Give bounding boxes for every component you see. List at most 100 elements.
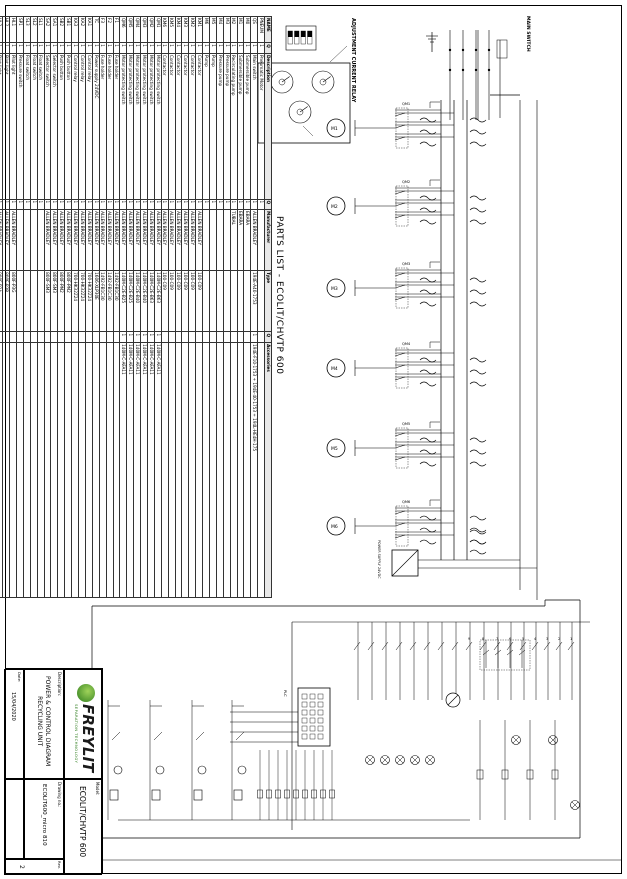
- table-cell: Pressure switch: [16, 53, 24, 200]
- coil-icon: [109, 789, 119, 801]
- switch-contact: [493, 641, 501, 651]
- main-switch-label-wrap: MAIN SWITCH: [525, 16, 530, 52]
- table-cell: [257, 342, 265, 598]
- relay-dial-center: [296, 108, 304, 116]
- table-cell: [181, 331, 189, 343]
- table-cell: Main switch: [250, 53, 258, 200]
- table-cell: Fuse holder: [99, 53, 107, 200]
- coil-icon: [526, 769, 534, 780]
- model-value: ECOLIT/CHVTP 600: [78, 786, 87, 858]
- table-cell: SL1: [37, 16, 45, 43]
- table-cell: Motor protecting switch: [119, 53, 127, 200]
- table-cell: Contactor: [161, 53, 169, 200]
- table-cell: ALLEN BRADLEY: [44, 209, 51, 271]
- plc-terminal: [309, 725, 316, 732]
- table-cell: Float switch: [37, 53, 45, 200]
- motor-icon: [326, 278, 346, 298]
- overload-element: [419, 207, 437, 213]
- table-cell: SP1: [16, 16, 24, 43]
- plc-terminal: [301, 693, 308, 700]
- rung-number: 2: [558, 637, 560, 641]
- contactor-contact: [394, 522, 406, 527]
- table-cell: 1: [126, 331, 134, 343]
- table-cell: [30, 342, 38, 598]
- coil-icon: [329, 789, 335, 799]
- table-cell: 800F-P3G: [9, 270, 17, 332]
- table-cell: 1: [99, 42, 107, 54]
- table-cell: QS: [250, 16, 258, 43]
- table-cell: [51, 331, 58, 343]
- switch-contact: [423, 641, 431, 651]
- table-cell: ALLEN BRADLEY: [99, 209, 107, 271]
- table-cell: 1: [147, 331, 155, 343]
- table-cell: 1: [78, 42, 86, 54]
- table-cell: 1: [237, 42, 244, 54]
- table-cell: [161, 342, 169, 598]
- table-cell: F1: [113, 16, 120, 43]
- contact-element: [469, 461, 487, 467]
- contact-element: [469, 301, 487, 307]
- table-cell: [237, 270, 244, 332]
- coil-icon: [257, 789, 263, 799]
- rung-number: 5: [522, 637, 524, 641]
- contact-element: [469, 515, 487, 521]
- table-cell: 1: [133, 42, 141, 54]
- contactor-contact: [394, 272, 406, 277]
- table-cell: 1: [85, 199, 93, 210]
- fuse-element: [469, 539, 487, 545]
- table-cell: [168, 342, 176, 598]
- table-cell: M1: [237, 16, 244, 43]
- table-cell: [181, 342, 189, 598]
- table-cell: [237, 342, 244, 598]
- table-cell: 100-C09: [195, 270, 203, 332]
- table-cell: 140M-C2E-B25: [126, 270, 134, 332]
- plc-terminal: [309, 701, 316, 708]
- rev-caption: Rev.: [57, 861, 62, 869]
- table-cell: 700-HK32Z24: [71, 270, 79, 332]
- main-switch: [496, 39, 508, 59]
- table-cell: [78, 331, 86, 343]
- table-cell: Control relay: [71, 53, 79, 200]
- plc-terminal: [317, 717, 324, 724]
- overload-element: [419, 515, 437, 521]
- table-cell: M4: [216, 16, 224, 43]
- table-cell: [223, 270, 231, 332]
- table-cell: 1: [230, 199, 238, 210]
- table-cell: 1: [51, 42, 58, 54]
- date-value: 15/04/2020: [10, 692, 16, 721]
- rung-number: 1: [570, 637, 572, 641]
- table-cell: 1: [257, 42, 265, 54]
- switch-contact: [479, 641, 487, 651]
- parts-col-header: Accessories: [264, 342, 272, 598]
- contact-element: [469, 527, 487, 533]
- table-cell: [71, 331, 79, 343]
- table-cell: KA1: [85, 16, 93, 43]
- table-cell: Power supply 24VDC: [92, 53, 100, 200]
- coil-icon: [551, 769, 559, 780]
- table-cell: [23, 342, 31, 598]
- table-cell: [64, 331, 72, 343]
- table-cell: Motor protecting switch: [133, 53, 141, 200]
- table-cell: [243, 331, 251, 343]
- table-cell: [16, 331, 24, 343]
- table-cell: 800F-P3R: [2, 270, 10, 332]
- contact-element: [469, 207, 487, 213]
- lamp-cross: [396, 756, 404, 764]
- overload-element: [419, 381, 437, 387]
- table-cell: TC: [92, 16, 100, 43]
- table-cell: 140M-C-AFA11: [140, 342, 148, 598]
- table-cell: 1492-FB1C30: [99, 270, 107, 332]
- description-caption: Description:: [57, 672, 62, 697]
- table-cell: [195, 331, 203, 343]
- coil-icon: [193, 789, 203, 801]
- table-cell: ALLEN BRADLEY: [140, 209, 148, 271]
- contactor-contact: [394, 364, 406, 369]
- overload-element: [419, 301, 437, 307]
